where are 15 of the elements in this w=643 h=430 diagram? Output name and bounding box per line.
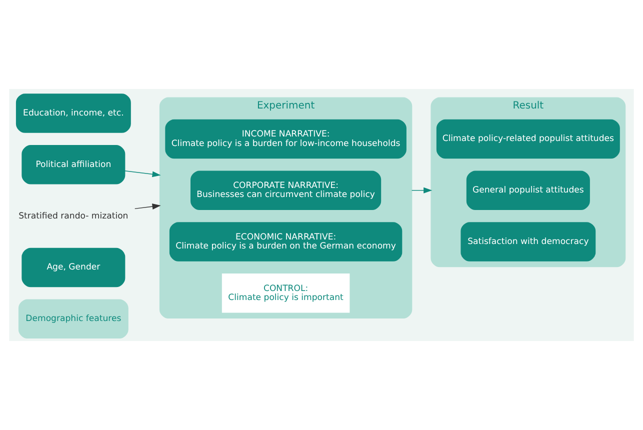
node-box: Political affiliation [22,145,126,184]
node-box: Satisfaction with democracy [460,222,596,262]
node-box: General populist attitudes [466,170,590,210]
node-box: INCOME NARRATIVE: Climate policy is a burden for low-income households [165,119,406,159]
node-box: Age, Gender [22,248,126,288]
node-box: Education, income, etc. [16,94,131,133]
node-box: CONTROL: Climate policy is important [222,274,350,313]
arrow [411,187,432,194]
node-box: Demographic features [18,299,128,338]
arrow [124,170,161,178]
node-box: ECONOMIC NARRATIVE: Climate policy is a burden on the German economy [169,222,402,262]
node-text: Stratified rando- mization [18,211,128,222]
node-box: CORPORATE NARRATIVE: Businesses can circumvent climate policy [190,170,382,210]
arrow [134,204,161,210]
node-box: Climate policy-related populist attitudes [436,119,620,159]
